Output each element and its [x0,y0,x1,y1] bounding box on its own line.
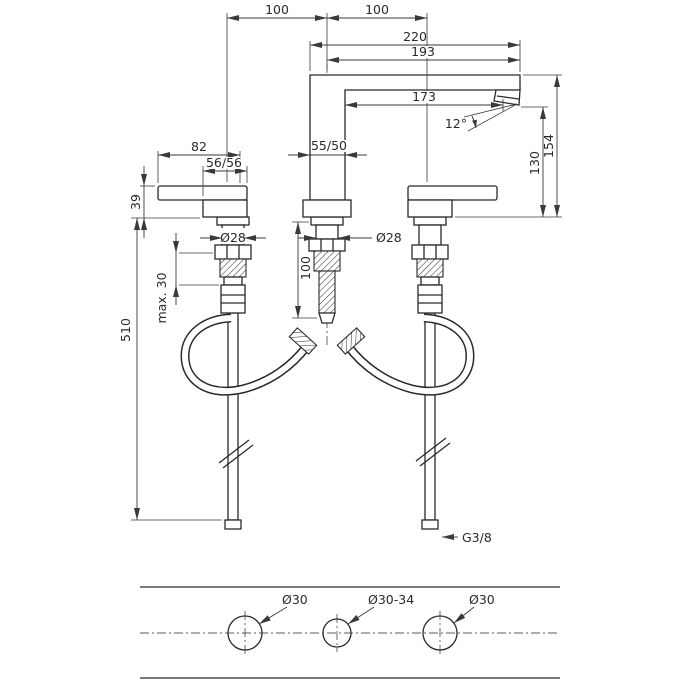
right-valve-body [417,284,443,314]
left-thread [219,258,247,278]
right-hose-connector [336,327,366,355]
right-supply-pipe [424,312,436,521]
right-handle-base [407,199,453,218]
dimension-labels: 100 100 220 193 173 12° 130 154 82 56/56… [118,2,556,545]
left-pipe-fitting [224,519,242,530]
right-pipe-fitting [421,519,439,530]
dimension-lines [134,15,560,540]
valve-right [411,216,449,314]
dim-label-39: 39 [128,194,143,210]
hole-label-center: Ø30-34 [368,592,414,607]
dim-label-55-50: 55/50 [311,138,347,153]
dim-label-spacing-right: 100 [365,2,389,17]
right-shank [418,224,442,246]
dimensions: 100 100 220 193 173 12° 130 154 82 56/56… [118,2,562,545]
dim-label-130: 130 [527,151,542,175]
mounting-section: Ø30 Ø30-34 Ø30 [140,586,560,679]
left-mounting-nut [214,244,252,260]
left-valve-body [220,284,246,314]
dim-label-220: 220 [403,29,427,44]
spout-base [302,199,352,218]
dim-label-dia28-left: Ø28 [220,230,246,245]
hole-label-right: Ø30 [469,592,495,607]
dim-label-56-56: 56/56 [206,155,242,170]
center-mounting-nut [308,238,346,252]
center-thread [313,250,341,272]
hose-y-junction [318,312,336,324]
left-supply-pipe [227,312,239,521]
flexible-hoses [180,313,475,396]
valve-center [308,216,346,324]
aerator-line [496,95,520,100]
pipe-break-marks [218,437,451,469]
hole-label-left: Ø30 [282,592,308,607]
right-handle-lever [407,185,498,201]
dim-label-max30: max. 30 [154,272,169,323]
dim-label-154: 154 [541,134,556,158]
hole-center [322,618,352,648]
left-hose-connector [288,327,318,355]
hole-left [227,615,263,651]
faucet-body [157,74,521,218]
center-shank [315,224,339,240]
dim-label-82: 82 [191,139,207,154]
center-threaded-rod [318,270,336,314]
dim-label-100-vertical: 100 [298,256,313,280]
right-thread [416,258,444,278]
dim-label-spacing-left: 100 [265,2,289,17]
hole-right [422,615,458,651]
right-mounting-nut [411,244,449,260]
dim-label-173: 173 [412,89,436,104]
dim-label-193: 193 [411,44,435,59]
dim-label-510: 510 [118,318,133,342]
supply-pipes [218,312,451,530]
spout-angle-lines [463,103,518,132]
dim-label-dia28-right: Ø28 [376,230,402,245]
dim-label-thread: G3/8 [462,530,492,545]
left-handle-base [202,199,248,218]
dim-label-angle: 12° [445,116,467,131]
left-handle-lever [157,185,248,201]
